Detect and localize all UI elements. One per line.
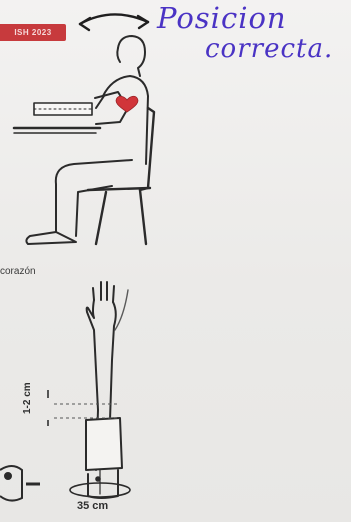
seated-person-icon: [14, 36, 154, 244]
annotation-line-2: correcta.: [205, 34, 333, 64]
width-caption: 35 cm: [77, 500, 108, 512]
curved-double-arrow-icon: [80, 14, 148, 30]
heart-caption: corazón: [0, 266, 36, 277]
raised-arm-icon: [70, 282, 130, 498]
annotation-line-1: Posicion: [157, 1, 287, 35]
heart-icon: [116, 96, 138, 112]
blood-pressure-cuff-icon: [0, 466, 40, 501]
height-caption: 1-2 cm: [22, 382, 33, 414]
